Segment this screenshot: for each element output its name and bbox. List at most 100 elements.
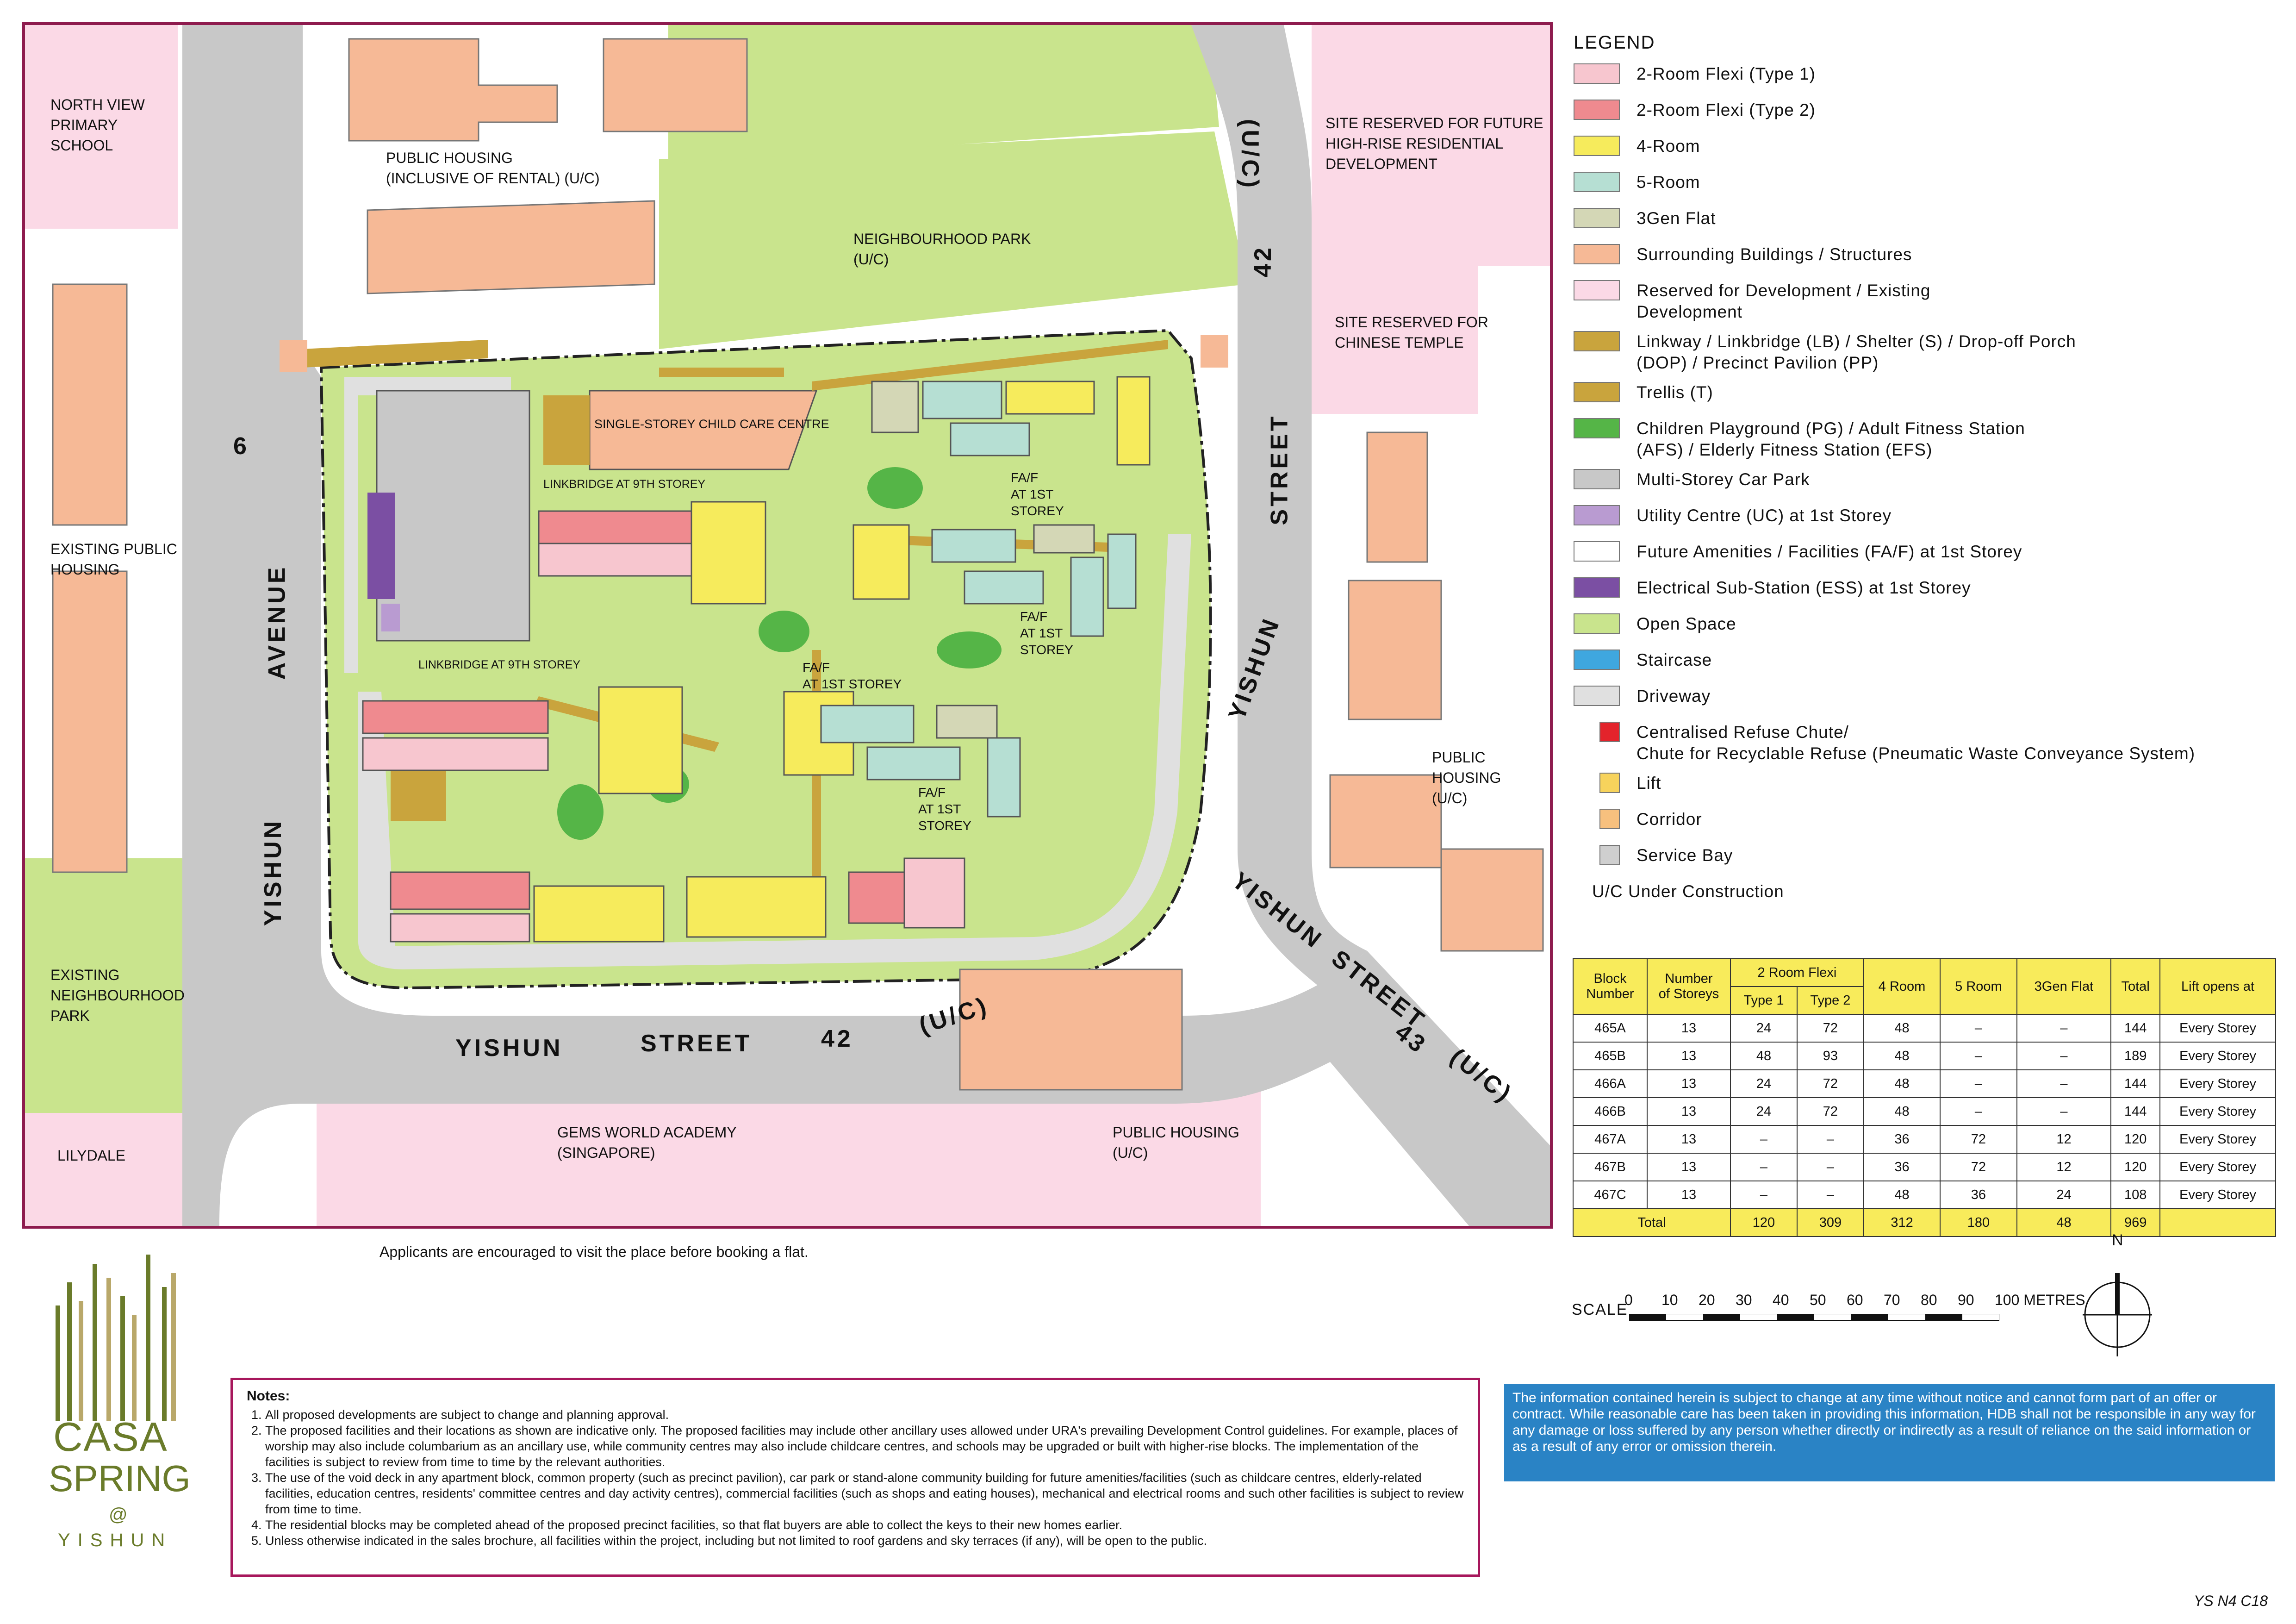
legend-label: 2-Room Flexi (Type 2) xyxy=(1636,100,1816,119)
legend-item: Multi-Storey Car Park xyxy=(1574,469,2268,505)
legend-item: Service Bay xyxy=(1574,845,2268,881)
legend-swatch xyxy=(1574,208,1620,228)
legend-item: Trellis (T) xyxy=(1574,382,2268,418)
table-cell: 120 xyxy=(2110,1153,2160,1181)
table-cell: – xyxy=(2016,1097,2112,1126)
note-item: The use of the void deck in any apartmen… xyxy=(265,1470,1464,1517)
th-total: Total xyxy=(2110,958,2160,1015)
table-cell: 24 xyxy=(2016,1181,2112,1209)
pavilion-bottom xyxy=(391,766,446,821)
legend-item: Linkway / Linkbridge (LB) / Shelter (S) … xyxy=(1574,331,2268,382)
table-cell: 13 xyxy=(1647,1181,1731,1209)
legend-swatch xyxy=(1574,244,1620,264)
block-465b xyxy=(362,686,683,794)
th-lift: Lift opens at xyxy=(2159,958,2276,1015)
logo-at: @ xyxy=(109,1505,128,1525)
legend-label: Linkway / Linkbridge (LB) / Shelter (S) … xyxy=(1636,332,2076,372)
block-467c xyxy=(871,376,1151,466)
legend-item: Electrical Sub-Station (ESS) at 1st Stor… xyxy=(1574,577,2268,613)
lilydale-label: LILYDALE xyxy=(57,1147,126,1164)
table-cell: 144 xyxy=(2110,1069,2160,1098)
legend-label: Service Bay xyxy=(1636,846,1733,865)
legend-item: U/C Under Construction xyxy=(1574,881,2268,917)
site-chinese-temple-label: SITE RESERVED FOR CHINESE TEMPLE xyxy=(1335,314,1488,351)
th-flexi: 2 Room Flexi xyxy=(1730,958,1864,987)
legend-swatch xyxy=(1574,541,1620,562)
note-item: All proposed developments are subject to… xyxy=(265,1407,1464,1423)
gems-area xyxy=(317,1104,964,1226)
total-type1: 120 xyxy=(1730,1208,1798,1237)
scale-tick: 70 xyxy=(1884,1292,1900,1308)
table-cell: Every Storey xyxy=(2159,1153,2276,1181)
road-42-uc-right: (U/C) xyxy=(1237,119,1264,191)
linkbridge-bottom-label: LINKBRIDGE AT 9TH STOREY xyxy=(418,658,581,671)
legend-swatch xyxy=(1574,418,1620,438)
legend-item: 4-Room xyxy=(1574,136,2268,172)
legend-swatch xyxy=(1574,686,1620,706)
table-cell: 467C xyxy=(1573,1181,1648,1209)
block-467a xyxy=(783,691,1021,818)
legend-swatch xyxy=(1574,63,1620,84)
table-cell: 465A xyxy=(1573,1014,1648,1043)
legend-item: Lift xyxy=(1574,773,2268,809)
legend-label: Corridor xyxy=(1636,810,1702,829)
table-cell: 13 xyxy=(1647,1069,1731,1098)
logo-line2: SPRING xyxy=(49,1458,191,1499)
fitness-station-1 xyxy=(937,631,1002,668)
legend-label: Multi-Storey Car Park xyxy=(1636,470,1810,489)
legend-label: Open Space xyxy=(1636,614,1736,633)
surrounding-buildings xyxy=(52,38,1544,1091)
table-cell: – xyxy=(1796,1125,1864,1154)
existing-park-label: EXISTING NEIGHBOURHOOD PARK xyxy=(50,967,185,1024)
legend-swatch xyxy=(1599,722,1620,742)
unit-summary-table: Block Number Number of Storeys 2 Room Fl… xyxy=(1573,958,2276,1237)
north-arrow xyxy=(2083,1273,2152,1356)
fa-f-label-2: FA/F AT 1ST STOREY xyxy=(1020,609,1073,657)
table-cell: 24 xyxy=(1730,1014,1798,1043)
table-cell: 144 xyxy=(2110,1014,2160,1043)
note-item: The residential blocks may be completed … xyxy=(265,1517,1464,1533)
legend-item: Children Playground (PG) / Adult Fitness… xyxy=(1574,418,2268,469)
table-cell: 48 xyxy=(1863,1069,1941,1098)
legend-swatch xyxy=(1574,136,1620,156)
table-cell: – xyxy=(2016,1069,2112,1098)
logo-line3: YISHUN xyxy=(58,1530,173,1550)
notes-title: Notes: xyxy=(247,1388,290,1404)
table-cell: 467B xyxy=(1573,1153,1648,1181)
scale-label: SCALE xyxy=(1572,1301,1628,1318)
legend-swatch xyxy=(1574,469,1620,489)
table-cell: 36 xyxy=(1863,1153,1941,1181)
site-boundary xyxy=(319,329,1212,990)
drawing-code: YS N4 C18 xyxy=(2194,1593,2268,1609)
block-466b xyxy=(686,857,965,938)
table-cell: 48 xyxy=(1730,1042,1798,1070)
table-cell: – xyxy=(1730,1153,1798,1181)
legend-label: Future Amenities / Facilities (FA/F) at … xyxy=(1636,542,2022,561)
legend-item: Open Space xyxy=(1574,613,2268,650)
fa-f-label-3: FA/F AT 1ST STOREY xyxy=(803,660,902,691)
logo-bars xyxy=(56,1255,176,1421)
road-street-right: STREET xyxy=(1266,413,1293,525)
table-cell: – xyxy=(1796,1153,1864,1181)
scale-tick: 80 xyxy=(1921,1292,1937,1308)
existing-park-area xyxy=(25,858,205,1113)
legend-swatch xyxy=(1574,505,1620,525)
legend-label: Driveway xyxy=(1636,687,1711,706)
lilydale-area xyxy=(25,1113,205,1226)
scale-tick: 100 METRES xyxy=(1995,1292,2085,1308)
neighbourhood-park-area xyxy=(659,131,1247,349)
legend-swatch xyxy=(1574,100,1620,120)
table-cell: 13 xyxy=(1647,1014,1731,1043)
note-item: The proposed facilities and their locati… xyxy=(265,1423,1464,1470)
legend-label: Children Playground (PG) / Adult Fitness… xyxy=(1636,419,2025,459)
table-cell: Every Storey xyxy=(2159,1097,2276,1126)
road-avenue-6-number: 6 xyxy=(233,433,249,460)
table-cell: 12 xyxy=(2016,1125,2112,1154)
table-cell: 72 xyxy=(1796,1097,1864,1126)
th-5room: 5 Room xyxy=(1940,958,2017,1015)
total-label: Total xyxy=(1573,1208,1731,1237)
